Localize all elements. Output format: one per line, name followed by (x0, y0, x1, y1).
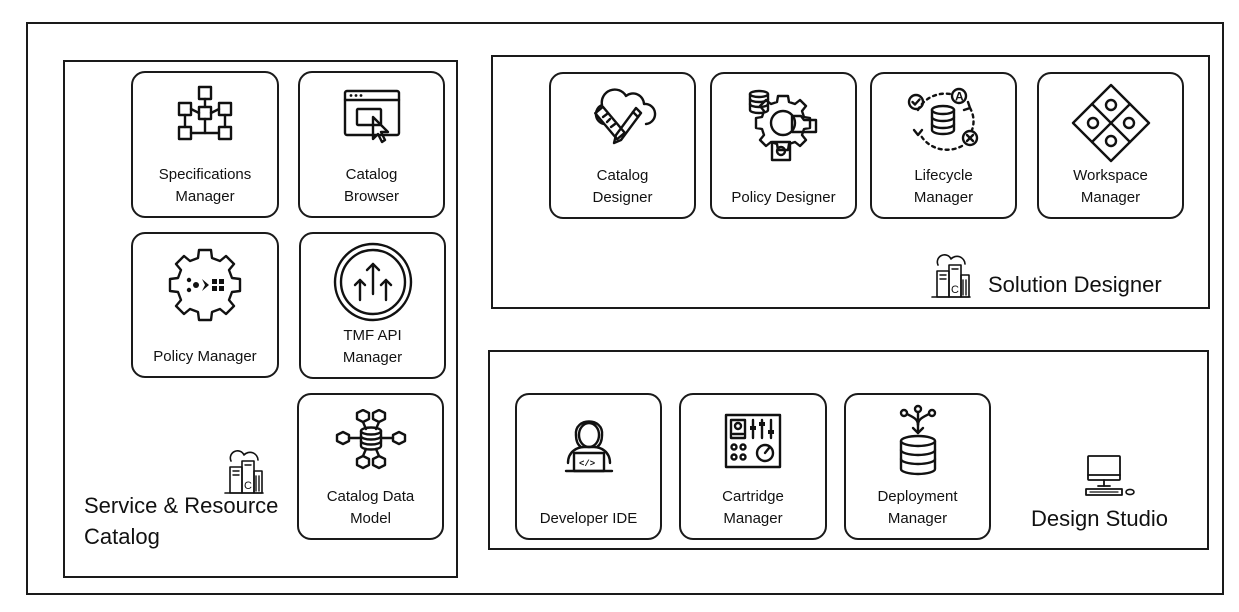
card-label: Catalog Browser (343, 166, 399, 205)
policy-gear-icon (712, 86, 855, 162)
policy-designer-card[interactable]: Policy Designer (710, 72, 857, 219)
catalog-browser-card[interactable]: Catalog Browser (298, 71, 445, 218)
cartridge-manager-card[interactable]: Cartridge Manager (679, 393, 827, 540)
design-studio-group (488, 350, 1209, 550)
catalog-building-icon: C (929, 253, 971, 304)
cloud-design-icon (551, 84, 694, 154)
card-label: Deployment Manager (877, 488, 958, 527)
architecture-diagram (26, 22, 1224, 595)
card-label: TMF API Manager (342, 327, 403, 366)
design-studio-title: Design Studio (1031, 506, 1168, 531)
gear-flow-icon (133, 244, 277, 322)
svg-text:C: C (951, 284, 959, 296)
developer-ide-card[interactable]: </> Developer IDE (515, 393, 662, 540)
card-label: Catalog Data Model (326, 488, 415, 527)
workspace-manager-card[interactable]: Workspace Manager (1037, 72, 1184, 219)
card-label: Lifecycle Manager (913, 167, 974, 206)
tmf-api-manager-card[interactable]: TMF API Manager (299, 232, 446, 379)
developer-icon: </> (517, 407, 660, 477)
desktop-computer-icon (1084, 454, 1136, 503)
card-label: Catalog Designer (592, 167, 653, 206)
card-label: Developer IDE (539, 510, 638, 527)
service-resource-catalog-group (63, 60, 458, 578)
catalog-designer-card[interactable]: Catalog Designer (549, 72, 696, 219)
policy-manager-card[interactable]: Policy Manager (131, 232, 279, 378)
card-label: Workspace Manager (1073, 167, 1148, 206)
deployment-manager-card[interactable]: Deployment Manager (844, 393, 991, 540)
specifications-manager-card[interactable]: Specifications Manager (131, 71, 279, 218)
svg-text:A: A (955, 90, 964, 104)
hierarchy-icon (133, 83, 277, 153)
card-label: Policy Manager (153, 348, 257, 365)
api-arrows-icon (301, 240, 444, 322)
control-panel-icon (681, 411, 825, 481)
deployment-database-icon (846, 403, 989, 476)
card-label: Cartridge Manager (722, 488, 784, 527)
lifecycle-manager-card[interactable]: A Lifecycle Manager (870, 72, 1017, 219)
service-resource-catalog-title: Service & Resource Catalog (84, 493, 279, 549)
catalog-data-model-card[interactable]: Catalog Data Model (297, 393, 444, 540)
catalog-building-icon: C (222, 449, 264, 500)
svg-text:C: C (244, 480, 252, 492)
browser-cursor-icon (300, 83, 443, 153)
data-model-icon (299, 409, 442, 479)
solution-designer-title: Solution Designer (988, 272, 1162, 297)
card-label: Specifications Manager (158, 166, 252, 205)
card-label: Policy Designer (731, 189, 836, 206)
solution-designer-group (491, 55, 1210, 309)
svg-text:</>: </> (579, 459, 595, 469)
lifecycle-cycle-icon: A (872, 86, 1015, 156)
puzzle-icon (1039, 82, 1182, 163)
